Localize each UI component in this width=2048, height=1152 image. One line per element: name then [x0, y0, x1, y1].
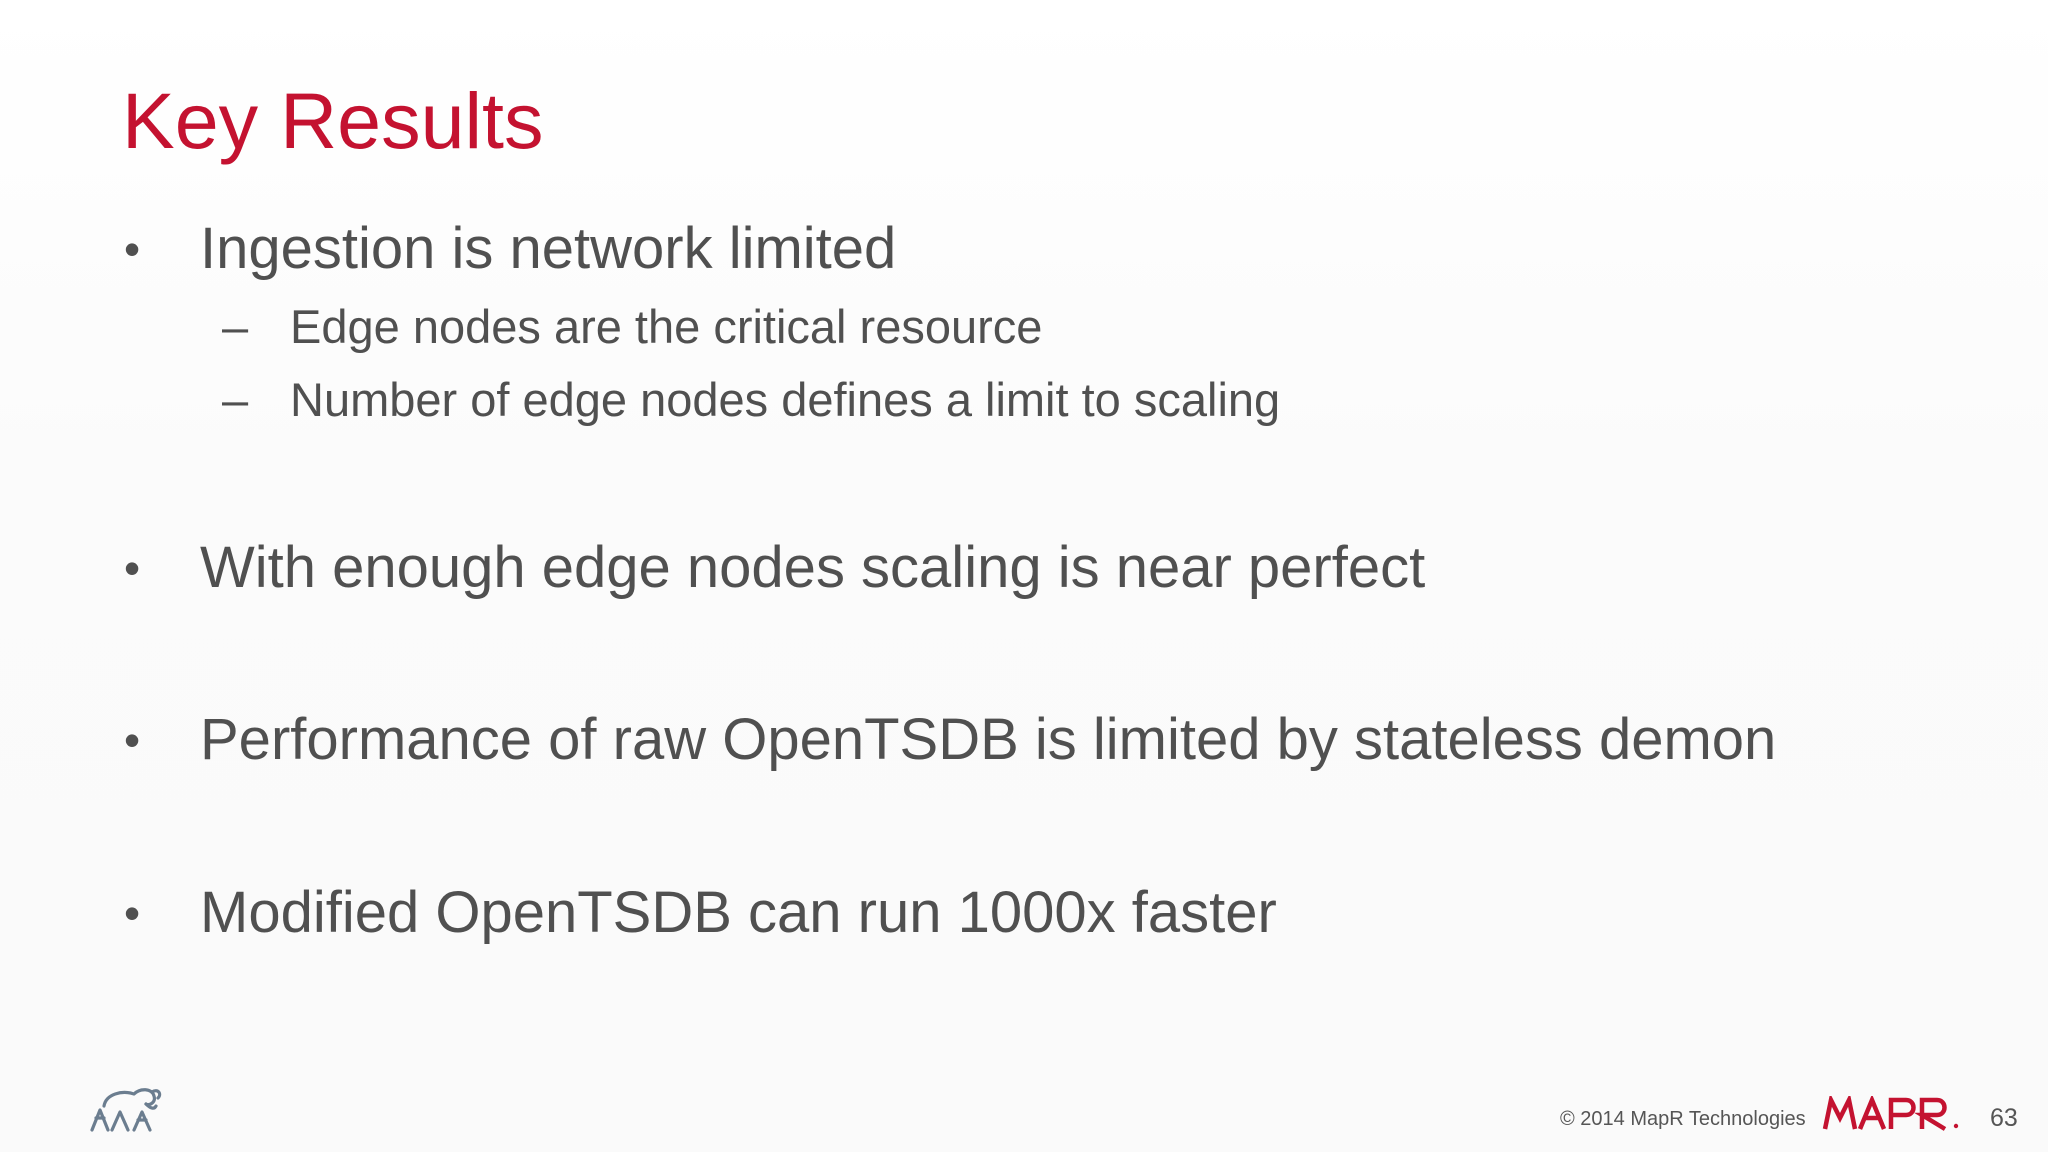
copyright-text: © 2014 MapR Technologies [1560, 1108, 1806, 1130]
slide-title: Key Results [122, 76, 544, 165]
bullet-marker: • [124, 887, 141, 939]
page-number: 63 [1990, 1104, 2018, 1132]
bullet-text: Modified OpenTSDB can run 1000x faster [200, 880, 1277, 945]
bullet-text: Performance of raw OpenTSDB is limited b… [200, 707, 1777, 772]
mapr-logo [1822, 1096, 1959, 1131]
sub-bullet-text: Edge nodes are the critical resource [290, 300, 1043, 353]
sub-bullet-text: Number of edge nodes defines a limit to … [290, 373, 1281, 426]
bullet-marker: • [124, 714, 141, 766]
bullet-marker: • [124, 542, 141, 594]
bullet-text: Ingestion is network limited [200, 216, 897, 281]
elephant-hadoop-icon [90, 1088, 162, 1132]
sub-bullet-marker: – [222, 373, 249, 426]
bullet-marker: • [124, 223, 141, 275]
bullet-text: With enough edge nodes scaling is near p… [200, 535, 1426, 600]
sub-bullet-marker: – [222, 300, 249, 353]
